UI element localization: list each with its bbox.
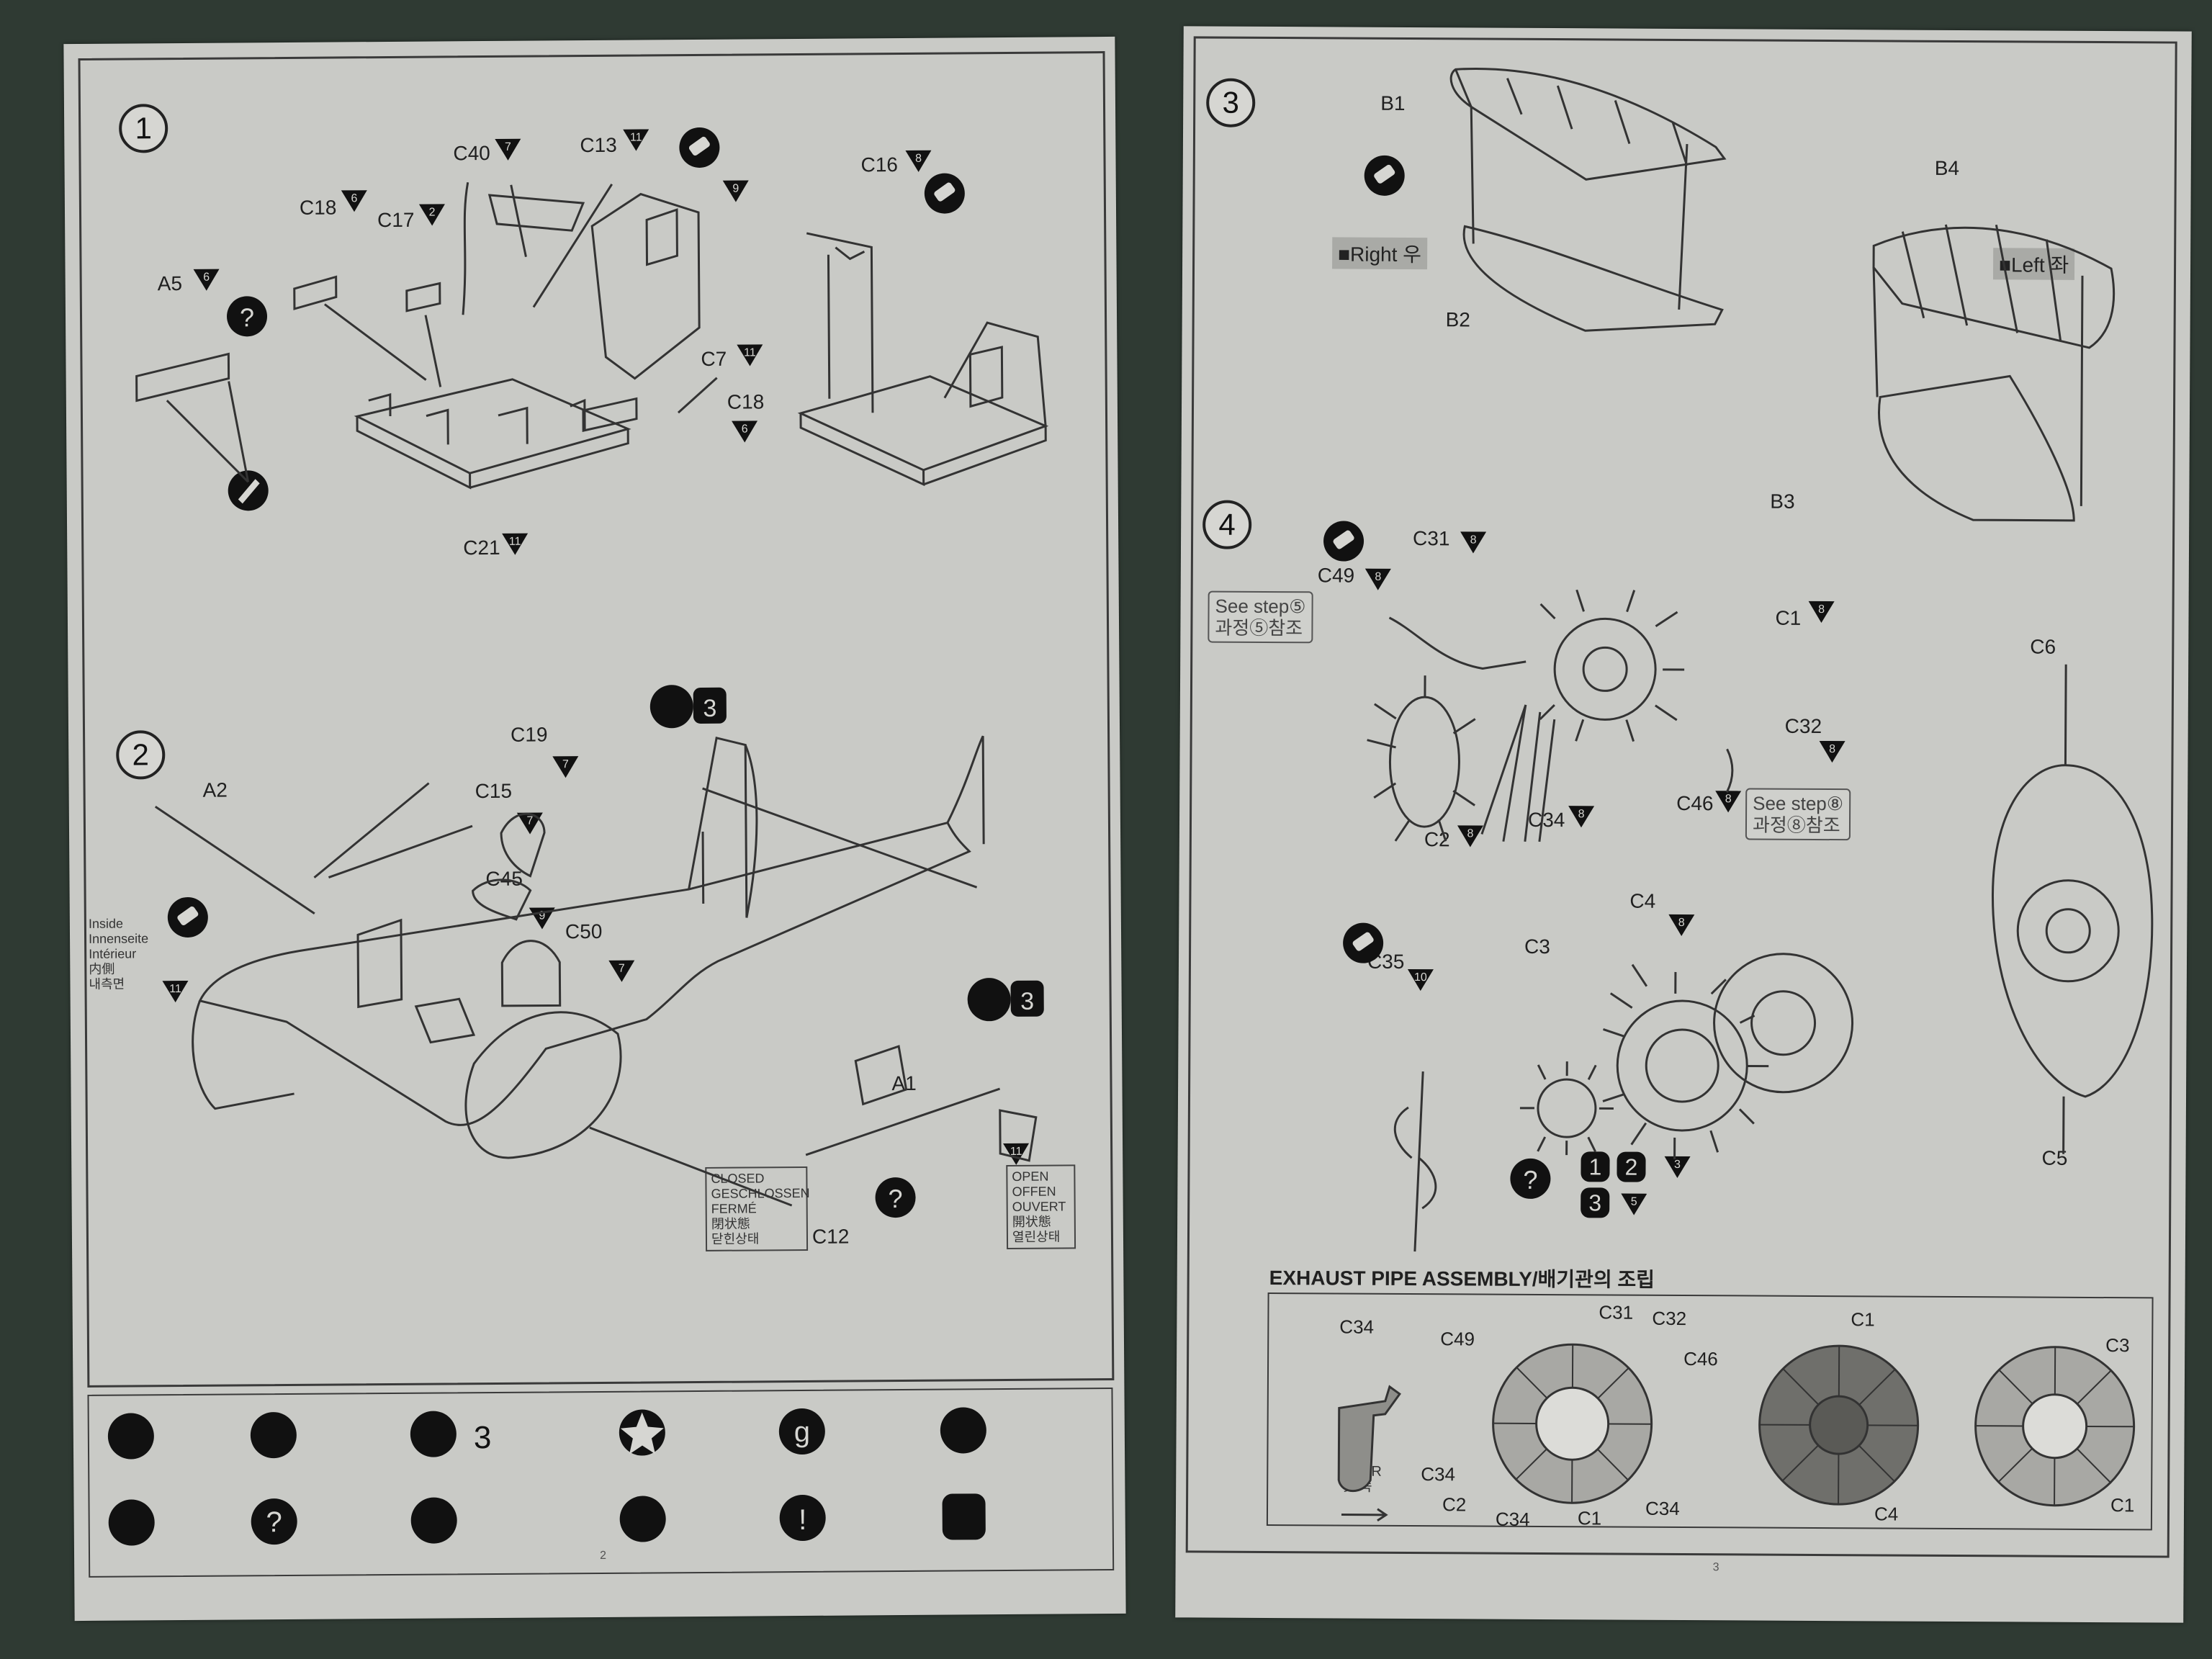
svg-text:6: 6 bbox=[742, 423, 748, 436]
paint-code-n2: 2 bbox=[1625, 1154, 1638, 1180]
svg-text:!: ! bbox=[799, 1504, 806, 1536]
page-number-2: 2 bbox=[599, 1549, 607, 1562]
svg-text:8: 8 bbox=[1578, 808, 1585, 820]
paint-code-v2: 5 bbox=[1631, 1196, 1637, 1208]
wing-assembly-drawing bbox=[1364, 68, 2116, 522]
svg-text:7: 7 bbox=[562, 758, 569, 770]
svg-text:11: 11 bbox=[1010, 1146, 1022, 1158]
svg-text:11: 11 bbox=[630, 132, 642, 144]
assembly-step-ref-3: 3 bbox=[703, 695, 716, 722]
fuselage-assembly-drawing: 7 7 9 7 11 11 3 3 ? bbox=[154, 685, 1044, 1218]
svg-text:9: 9 bbox=[539, 909, 545, 922]
paint-code-n3: 3 bbox=[1588, 1190, 1601, 1215]
svg-text:8: 8 bbox=[1470, 534, 1477, 546]
svg-text:8: 8 bbox=[1818, 603, 1825, 616]
svg-text:7: 7 bbox=[619, 963, 625, 975]
paint-code-v1: 3 bbox=[1674, 1159, 1681, 1171]
svg-text:?: ? bbox=[1523, 1165, 1537, 1195]
right-instruction-page: 3 B1 B2 B3 B4 ■Right 우 ■Left 좌 4 C31 C49… bbox=[1175, 26, 2192, 1623]
svg-text:8: 8 bbox=[1678, 917, 1685, 929]
svg-text:9: 9 bbox=[732, 183, 739, 195]
svg-text:8: 8 bbox=[1725, 793, 1732, 805]
paint-code-n1: 1 bbox=[1589, 1154, 1602, 1179]
svg-text:11: 11 bbox=[744, 346, 756, 359]
svg-text:7: 7 bbox=[526, 815, 533, 827]
svg-text:11: 11 bbox=[169, 983, 181, 995]
svg-text:6: 6 bbox=[203, 271, 210, 284]
svg-text:7: 7 bbox=[505, 141, 511, 153]
svg-text:?: ? bbox=[888, 1184, 902, 1213]
svg-text:g: g bbox=[794, 1416, 811, 1448]
exhaust-assembly-title: EXHAUST PIPE ASSEMBLY/배기관의 조립 bbox=[1269, 1266, 1655, 1291]
assembly-step-ref-3b: 3 bbox=[1020, 988, 1034, 1015]
svg-text:6: 6 bbox=[351, 192, 357, 204]
engine-assembly-drawing: 8 8 8 8 8 8 8 8 10 ? 1 2 3 3 5 bbox=[1323, 521, 2154, 1252]
svg-text:10: 10 bbox=[1414, 971, 1427, 984]
paint-code-triangles-step1: 7 11 6 2 6 8 11 6 11 9 ? bbox=[135, 127, 1049, 555]
legend-numeral-3: 3 bbox=[474, 1420, 492, 1455]
svg-text:?: ? bbox=[266, 1506, 282, 1538]
symbol-legend-icons: ? g ! 3 bbox=[107, 1407, 986, 1546]
svg-text:11: 11 bbox=[509, 536, 521, 548]
svg-text:2: 2 bbox=[429, 207, 436, 219]
page-number-3: 3 bbox=[1712, 1561, 1719, 1574]
svg-text:8: 8 bbox=[1467, 827, 1473, 840]
svg-text:?: ? bbox=[240, 302, 254, 332]
svg-text:8: 8 bbox=[1829, 743, 1835, 755]
svg-text:8: 8 bbox=[1375, 571, 1381, 583]
svg-text:8: 8 bbox=[915, 153, 922, 165]
exhaust-assembly-drawing bbox=[1337, 1343, 2136, 1522]
